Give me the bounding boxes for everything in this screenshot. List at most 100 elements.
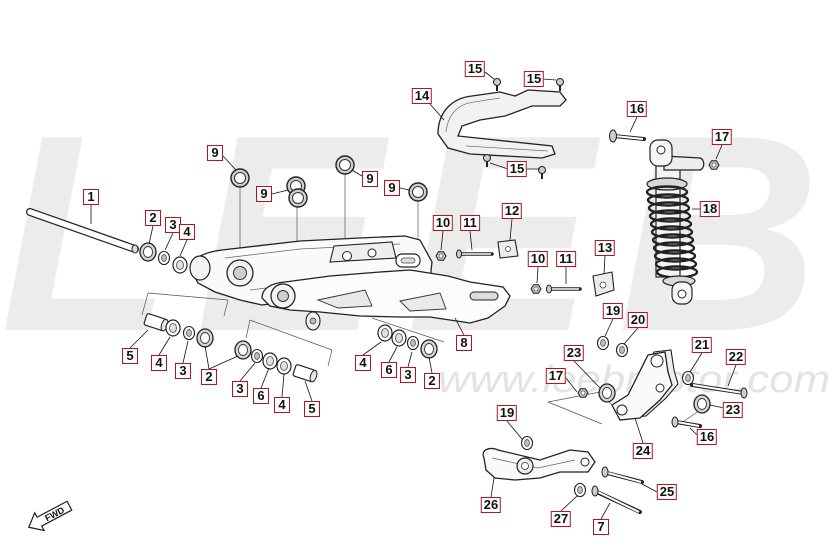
seal-ring xyxy=(420,339,438,359)
slider-bolt xyxy=(456,249,494,259)
part-callout: 23 xyxy=(563,345,585,361)
rocker-hole xyxy=(616,404,628,416)
part-callout: 4 xyxy=(355,355,371,371)
part-callout: 6 xyxy=(381,362,397,378)
link-bolt-long xyxy=(690,383,748,399)
bearing-sleeve xyxy=(292,364,318,383)
axle-slot xyxy=(469,291,499,301)
leader-lines xyxy=(90,71,737,520)
part-callout: 4 xyxy=(151,355,167,371)
rear-shock xyxy=(645,139,705,305)
bolt-shaft-highlight xyxy=(614,135,644,140)
part-callout: 27 xyxy=(550,511,572,527)
part-callout: 17 xyxy=(711,129,733,145)
part-callout: 8 xyxy=(456,335,472,351)
bolt-head xyxy=(601,466,609,478)
bolt-head xyxy=(591,485,599,497)
bolt-head xyxy=(740,387,748,399)
part-callout: 26 xyxy=(480,497,502,513)
part-callout: 22 xyxy=(725,349,747,365)
shock-mount-hole xyxy=(367,248,377,258)
slider-nut xyxy=(435,251,447,261)
shock-top-hole xyxy=(656,145,666,155)
chain-slider-hole xyxy=(505,246,511,252)
swingarm-near-arm xyxy=(261,269,511,324)
part-callout: 9 xyxy=(362,171,378,187)
part-callout: 2 xyxy=(424,373,440,389)
part-callout: 3 xyxy=(400,367,416,383)
bolt-head xyxy=(456,249,462,259)
pivot-boss-end xyxy=(189,255,211,281)
part-callout: 9 xyxy=(207,145,223,161)
rod-end-hole xyxy=(580,457,590,467)
washer xyxy=(596,335,610,351)
seal-cap xyxy=(408,182,428,202)
washer xyxy=(693,394,711,414)
near-arm-cutout xyxy=(316,289,373,309)
swingarm xyxy=(189,235,511,331)
spacer-ring xyxy=(406,335,420,351)
pivot-bore-right xyxy=(277,290,289,302)
slider-bolt xyxy=(546,284,582,294)
bolt-head xyxy=(609,129,617,143)
shock-reservoir xyxy=(663,155,705,171)
chain-slider-hole xyxy=(599,281,607,289)
part-callout: 11 xyxy=(460,215,480,231)
part-callout: 21 xyxy=(691,337,713,353)
bearing-ring xyxy=(377,324,393,342)
pivot-axle xyxy=(26,208,139,254)
seal-ring xyxy=(139,242,157,262)
washer xyxy=(598,383,616,403)
chain-guard-detail xyxy=(445,97,549,152)
part-callout: 16 xyxy=(626,101,648,117)
shock-spring xyxy=(645,185,699,279)
shock-mount-hole xyxy=(342,251,352,261)
pivot-bore-left xyxy=(233,266,247,280)
shock-nut xyxy=(708,160,720,170)
part-callout: 7 xyxy=(593,519,609,535)
part-callout: 5 xyxy=(122,348,138,364)
rod-eye-hole xyxy=(521,462,529,470)
rocker-hole xyxy=(655,383,665,393)
slider-nut xyxy=(530,284,542,294)
washer xyxy=(681,370,695,386)
seal-cap xyxy=(230,168,250,188)
forward-direction-arrow: FWD xyxy=(27,500,73,532)
bearing-ring xyxy=(391,329,407,347)
rocker-hole xyxy=(650,354,664,368)
part-callout: 2 xyxy=(201,369,217,385)
seal-cap xyxy=(288,188,308,208)
part-callout: 2 xyxy=(145,210,161,226)
bolt-shaft-highlight xyxy=(676,421,700,427)
part-callout: 16 xyxy=(696,429,718,445)
bolt-shaft-highlight xyxy=(692,384,744,394)
bolt-shaft-highlight xyxy=(597,491,640,513)
part-callout: 13 xyxy=(594,240,616,256)
linkage-mount-hole xyxy=(309,317,317,325)
rod-bolt-upper xyxy=(601,466,644,484)
part-callout: 11 xyxy=(556,251,576,267)
connecting-rod xyxy=(482,447,596,481)
spacer-ring xyxy=(250,348,264,364)
part-callout: 18 xyxy=(699,201,721,217)
part-callout: 3 xyxy=(232,381,248,397)
seal-cap xyxy=(335,155,355,175)
part-callout: 15 xyxy=(506,161,528,177)
part-callout: 20 xyxy=(627,312,649,328)
bearing-ring xyxy=(172,256,188,274)
shock-bottom-hole xyxy=(677,289,687,299)
part-callout: 17 xyxy=(545,368,567,384)
part-callout: 4 xyxy=(179,224,195,240)
link-nut xyxy=(577,388,589,398)
washer xyxy=(573,482,587,498)
seal-ring xyxy=(196,328,214,348)
arrow-shape xyxy=(27,500,73,532)
sleeve-end xyxy=(309,369,318,383)
chain-guide-loop-inner xyxy=(400,257,416,264)
rod-bolt-lower xyxy=(591,485,642,514)
part-callout: 19 xyxy=(496,405,518,421)
part-callout: 19 xyxy=(602,303,624,319)
part-callout: 4 xyxy=(274,397,290,413)
part-callout: 10 xyxy=(432,215,454,231)
